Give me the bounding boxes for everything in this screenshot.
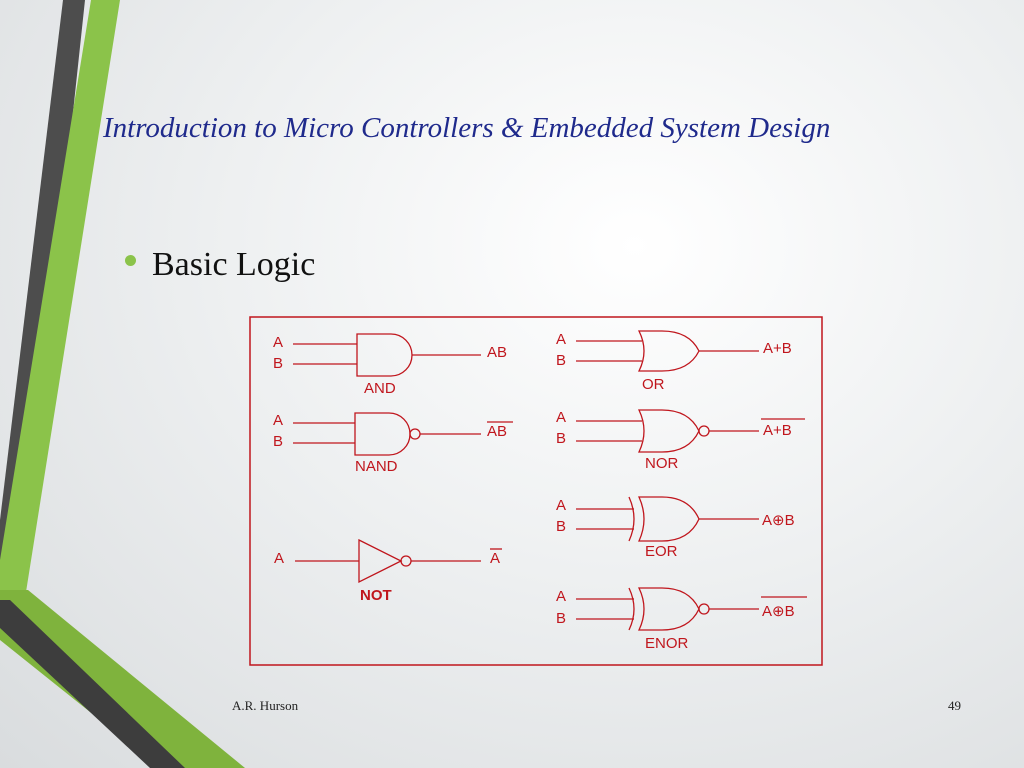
page-number: 49 <box>948 698 961 713</box>
nand-input-b-label: B <box>273 433 283 450</box>
or-output-label: A+B <box>763 340 792 357</box>
nand-output-label: AB <box>487 423 507 440</box>
enor-input-a-label: A <box>556 588 566 605</box>
green-stripe-bottom <box>0 590 245 768</box>
and-output-label: AB <box>487 344 507 361</box>
and-gate <box>293 333 481 377</box>
bullet-dot <box>125 254 136 266</box>
footer-author: A.R. Hurson <box>232 698 299 713</box>
green-stripe-top <box>0 0 120 592</box>
and-input-a-label: A <box>273 334 283 351</box>
nand-gate-name: NAND <box>355 458 398 475</box>
and-input-b-label: B <box>273 355 283 372</box>
nor-gate-name: NOR <box>645 455 679 472</box>
bullet-text: Basic Logic <box>152 246 316 283</box>
bullet-item: Basic Logic <box>125 246 315 284</box>
not-input-a-label: A <box>274 550 284 567</box>
or-gate-name: OR <box>642 376 665 393</box>
enor-output-label: A⊕B <box>762 603 795 620</box>
enor-gate-name: ENOR <box>645 635 689 652</box>
enor-input-b-label: B <box>556 610 566 627</box>
nand-gate <box>293 412 481 456</box>
logic-gates-diagram: A B AB AND A B AB NAND A A NOT A B A+B O… <box>249 316 823 666</box>
not-gate <box>295 538 481 584</box>
enor-gate <box>576 587 759 631</box>
nor-output-label: A+B <box>763 422 792 439</box>
nand-input-a-label: A <box>273 412 283 429</box>
nor-input-a-label: A <box>556 409 566 426</box>
not-gate-name: NOT <box>360 587 392 604</box>
nor-gate <box>576 409 759 453</box>
nor-input-b-label: B <box>556 430 566 447</box>
eor-gate-name: EOR <box>645 543 678 560</box>
dark-stripe-bottom <box>0 600 185 768</box>
slide-title: Introduction to Micro Controllers & Embe… <box>103 112 831 144</box>
eor-input-b-label: B <box>556 518 566 535</box>
or-input-a-label: A <box>556 331 566 348</box>
not-output-label: A <box>490 550 500 567</box>
eor-gate <box>576 496 759 542</box>
and-gate-name: AND <box>364 380 396 397</box>
eor-input-a-label: A <box>556 497 566 514</box>
diagram-frame <box>249 316 823 666</box>
or-gate <box>576 330 759 372</box>
eor-output-label: A⊕B <box>762 512 795 529</box>
or-input-b-label: B <box>556 352 566 369</box>
